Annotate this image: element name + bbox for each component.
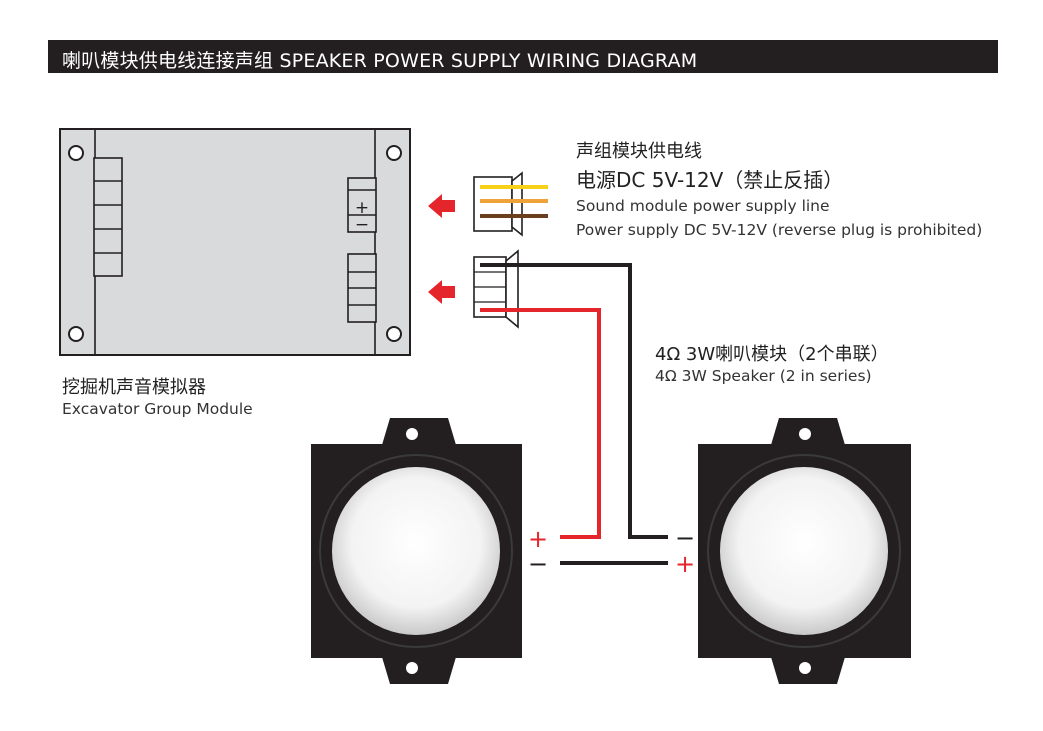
left-speaker-minus: −	[528, 550, 548, 578]
power-plug	[473, 171, 548, 237]
power-line-label-en-1: Sound module power supply line	[576, 197, 830, 215]
module-plus-sign: +	[355, 198, 369, 218]
module-label-en: Excavator Group Module	[62, 400, 253, 418]
mount-hole-top-right	[386, 145, 402, 161]
wire-red-to-left-speaker	[480, 308, 601, 539]
module-label-cn: 挖掘机声音模拟器	[62, 377, 206, 398]
excavator-module	[59, 128, 411, 356]
power-connector	[347, 177, 377, 233]
power-line-label-en-2: Power supply DC 5V-12V (reverse plug is …	[576, 221, 983, 239]
mount-hole-bottom-right	[386, 326, 402, 342]
left-speaker	[311, 418, 522, 684]
right-speaker-minus: −	[675, 524, 695, 552]
arrow-power-icon	[428, 194, 455, 218]
header-title: 喇叭模块供电线连接声组 SPEAKER POWER SUPPLY WIRING …	[62, 50, 698, 72]
left-connector	[93, 157, 123, 277]
wire-black-to-right-speaker	[480, 263, 668, 539]
arrow-speaker-icon	[428, 280, 455, 304]
header-bar: 喇叭模块供电线连接声组 SPEAKER POWER SUPPLY WIRING …	[48, 40, 998, 73]
power-line-label-cn-1: 声组模块供电线	[576, 141, 702, 162]
module-minus-sign: −	[355, 215, 369, 235]
speaker-label-en: 4Ω 3W Speaker (2 in series)	[655, 367, 872, 385]
right-speaker-plus: +	[675, 550, 695, 578]
left-speaker-plus: +	[528, 525, 548, 553]
right-speaker	[698, 418, 911, 684]
mount-hole-top-left	[68, 145, 84, 161]
speaker-plug	[473, 249, 519, 329]
mount-hole-bottom-left	[68, 326, 84, 342]
speaker-connector	[347, 253, 377, 323]
speaker-label-cn: 4Ω 3W喇叭模块（2个串联）	[655, 344, 889, 365]
power-line-label-cn-2: 电源DC 5V-12V（禁止反插）	[576, 168, 844, 192]
